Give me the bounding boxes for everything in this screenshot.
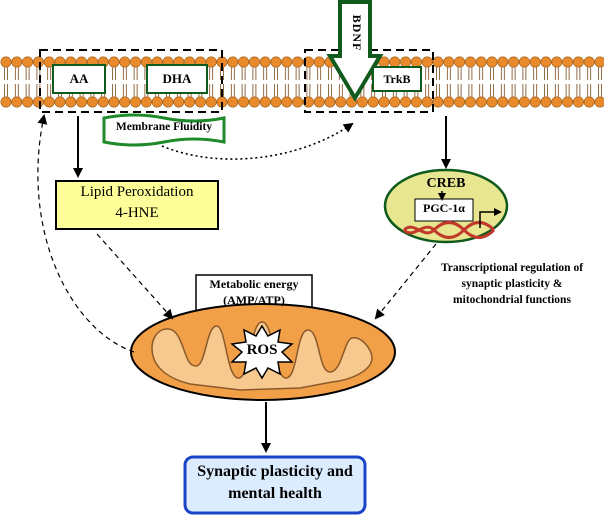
ros-burst: [230, 324, 294, 380]
arrow-mito-to-membrane: [37, 114, 135, 353]
membrane-fluidity-label: Membrane Fluidity: [115, 121, 213, 133]
transcription-line-3: mitochondrial functions: [453, 294, 571, 306]
creb-label: CREB: [426, 176, 466, 191]
dha-label: DHA: [162, 71, 192, 86]
amp-atp-label: (AMP/ATP): [223, 293, 285, 307]
arrow-lipid-to-mito: [96, 233, 174, 320]
dna-helix-icon: [402, 221, 496, 239]
transcription-line-2: synaptic plasticity &: [461, 278, 563, 290]
pgc-label: PGC-1α: [422, 201, 466, 215]
fatty-acid-region-box: [39, 49, 223, 113]
transcription-start-arrow: [479, 208, 502, 228]
aa-box: AA: [52, 64, 106, 94]
outcome-box: [183, 455, 367, 515]
hne-label: 4-HNE: [115, 205, 159, 221]
metabolic-energy-label: Metabolic energy: [209, 277, 299, 291]
aa-label: AA: [69, 71, 89, 86]
dha-box: DHA: [146, 64, 208, 94]
membrane-fluidity-banner: [102, 113, 226, 147]
trkb-box: TrkB: [372, 66, 422, 92]
trkb-label: TrkB: [383, 71, 411, 86]
transcription-line-1: Transcriptional regulation of: [440, 262, 584, 274]
bdnf-arrow: [326, 0, 384, 102]
bdnf-label: BDNF: [350, 14, 364, 52]
outcome-line-2: mental health: [228, 485, 322, 502]
receptor-region-box: [304, 49, 434, 113]
arrow-creb-to-mito: [374, 243, 437, 320]
lipid-peroxidation-box: [55, 180, 219, 230]
lipid-peroxidation-label: Lipid Peroxidation: [80, 184, 194, 200]
outcome-line-1: Synaptic plasticity and: [197, 463, 353, 480]
lipid-bilayer: [0, 56, 604, 108]
ros-label: ROS: [246, 342, 278, 358]
